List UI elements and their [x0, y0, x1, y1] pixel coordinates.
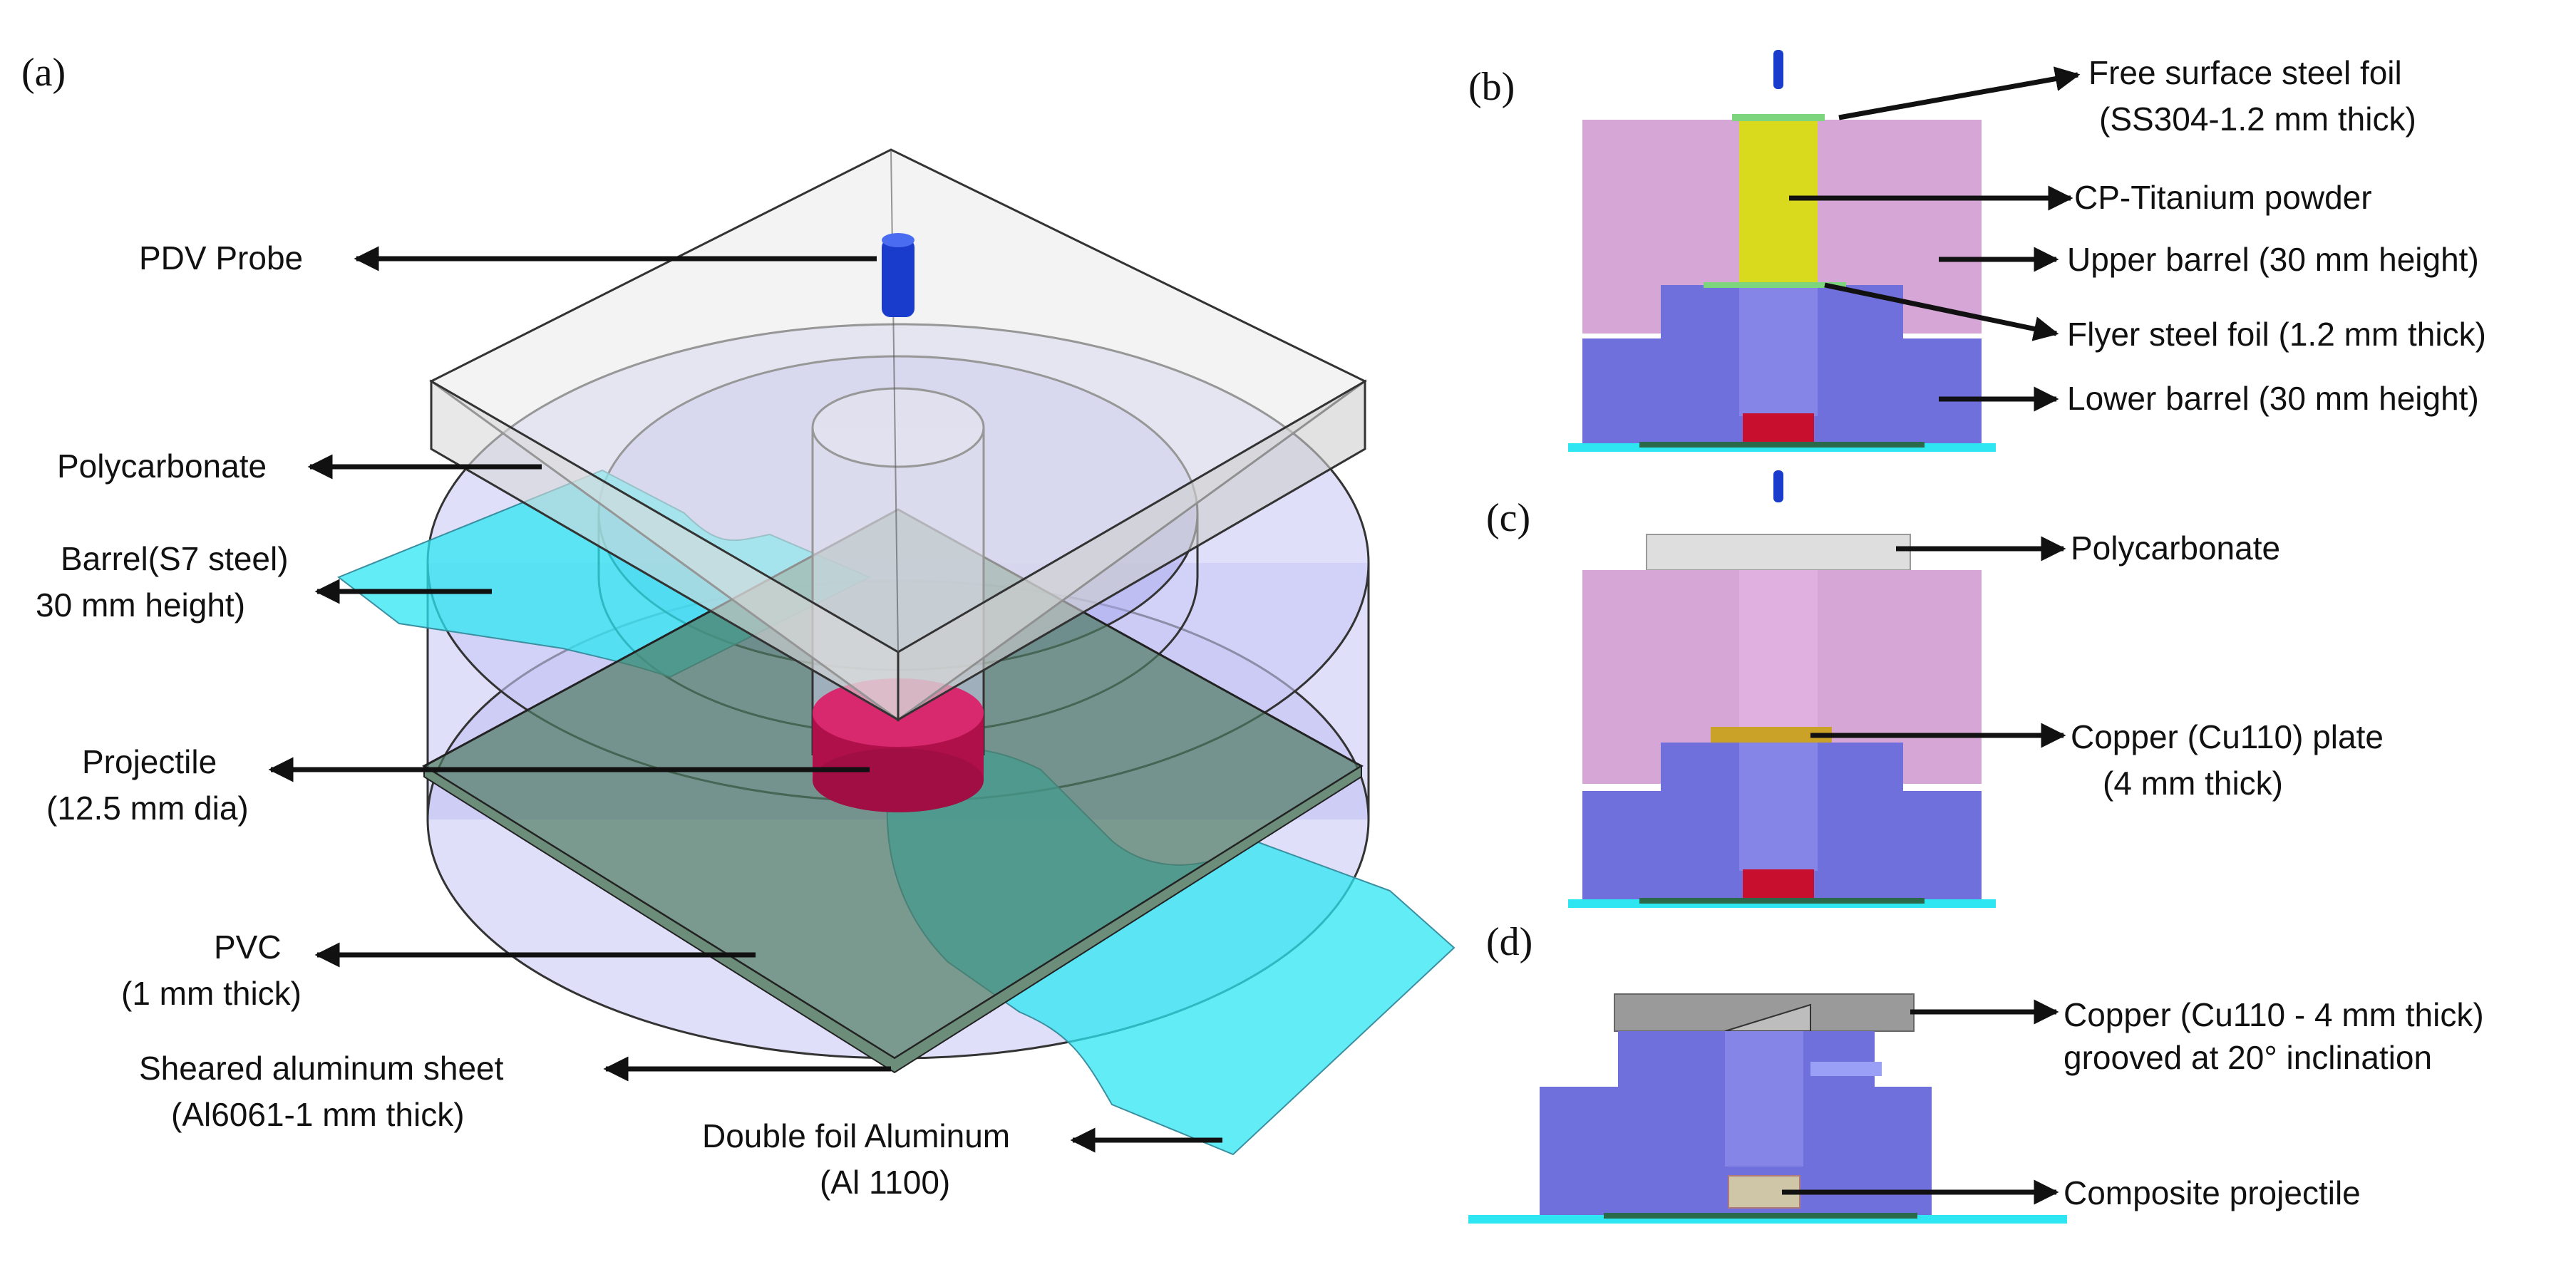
label-free-surface-line2: (SS304-1.2 mm thick) — [2099, 100, 2416, 138]
pvc-d — [1604, 1213, 1917, 1219]
label-polycarbonate: Polycarbonate — [57, 448, 267, 485]
panel-d-label: (d) — [1486, 920, 1532, 964]
label-double-foil-line2: (Al 1100) — [820, 1164, 950, 1201]
label-projectile-line2: (12.5 mm dia) — [46, 790, 249, 827]
pdv-probe-c — [1773, 470, 1783, 502]
copper-plate-c — [1711, 727, 1832, 743]
panel-d: (d) Copper (Cu110 - 4 mm thick) grooved … — [1468, 920, 2484, 1224]
label-cp-titanium: CP-Titanium powder — [2074, 179, 2372, 216]
cp-titanium-powder — [1739, 120, 1818, 282]
polycarbonate-c — [1646, 534, 1911, 571]
projectile-c — [1743, 869, 1814, 898]
label-copper-c-line1: Copper (Cu110) plate — [2071, 718, 2384, 755]
label-copper-c-line2: (4 mm thick) — [2103, 765, 2283, 802]
panel-c-label: (c) — [1486, 496, 1530, 540]
pdv-probe-b — [1773, 50, 1783, 89]
arrow-free-surface — [1838, 66, 2081, 120]
flyer-foil-b — [1704, 282, 1846, 288]
label-flyer-foil: Flyer steel foil (1.2 mm thick) — [2067, 316, 2486, 353]
panel-b: (b) Free surface steel foil (SS304-1.2 m… — [1468, 50, 2486, 452]
panel-a-label: (a) — [21, 51, 66, 95]
label-pvc-line2: (1 mm thick) — [121, 975, 302, 1012]
panel-b-label: (b) — [1468, 65, 1515, 109]
pdv-probe — [882, 233, 915, 317]
arrow-flyer-foil — [1824, 282, 2059, 341]
bore-b — [1739, 288, 1818, 416]
label-pvc-line1: PVC — [214, 929, 282, 966]
label-upper-barrel: Upper barrel (30 mm height) — [2067, 241, 2479, 278]
label-copper-d-line2: grooved at 20° inclination — [2064, 1039, 2432, 1076]
bore-d — [1725, 1031, 1803, 1167]
panel-c: (c) Polycarbonate Copper (Cu110) plate (… — [1486, 470, 2384, 908]
label-copper-d-line1: Copper (Cu110 - 4 mm thick) — [2064, 996, 2484, 1033]
label-barrel-line1: Barrel(S7 steel) — [61, 540, 289, 577]
pvc-c — [1639, 898, 1925, 904]
label-sheared-line1: Sheared aluminum sheet — [139, 1050, 504, 1087]
label-double-foil-line1: Double foil Aluminum — [702, 1117, 1010, 1154]
label-polycarbonate-c: Polycarbonate — [2071, 529, 2280, 567]
bore-lower-c — [1739, 743, 1818, 871]
free-surface-foil — [1732, 114, 1825, 121]
label-composite: Composite projectile — [2064, 1174, 2361, 1211]
label-lower-barrel: Lower barrel (30 mm height) — [2067, 380, 2479, 417]
label-projectile-line1: Projectile — [82, 743, 217, 780]
label-free-surface-line1: Free surface steel foil — [2088, 54, 2402, 91]
pvc-b — [1639, 442, 1925, 448]
panel-a: (a) — [21, 51, 1456, 1201]
label-barrel-line2: 30 mm height) — [36, 586, 245, 624]
side-channel-d — [1810, 1062, 1882, 1076]
label-sheared-line2: (Al6061-1 mm thick) — [171, 1096, 465, 1133]
polycarbonate-block — [429, 148, 1367, 722]
bore-upper-c — [1739, 570, 1818, 730]
label-pdv-probe: PDV Probe — [139, 239, 303, 276]
projectile-b — [1743, 413, 1814, 442]
